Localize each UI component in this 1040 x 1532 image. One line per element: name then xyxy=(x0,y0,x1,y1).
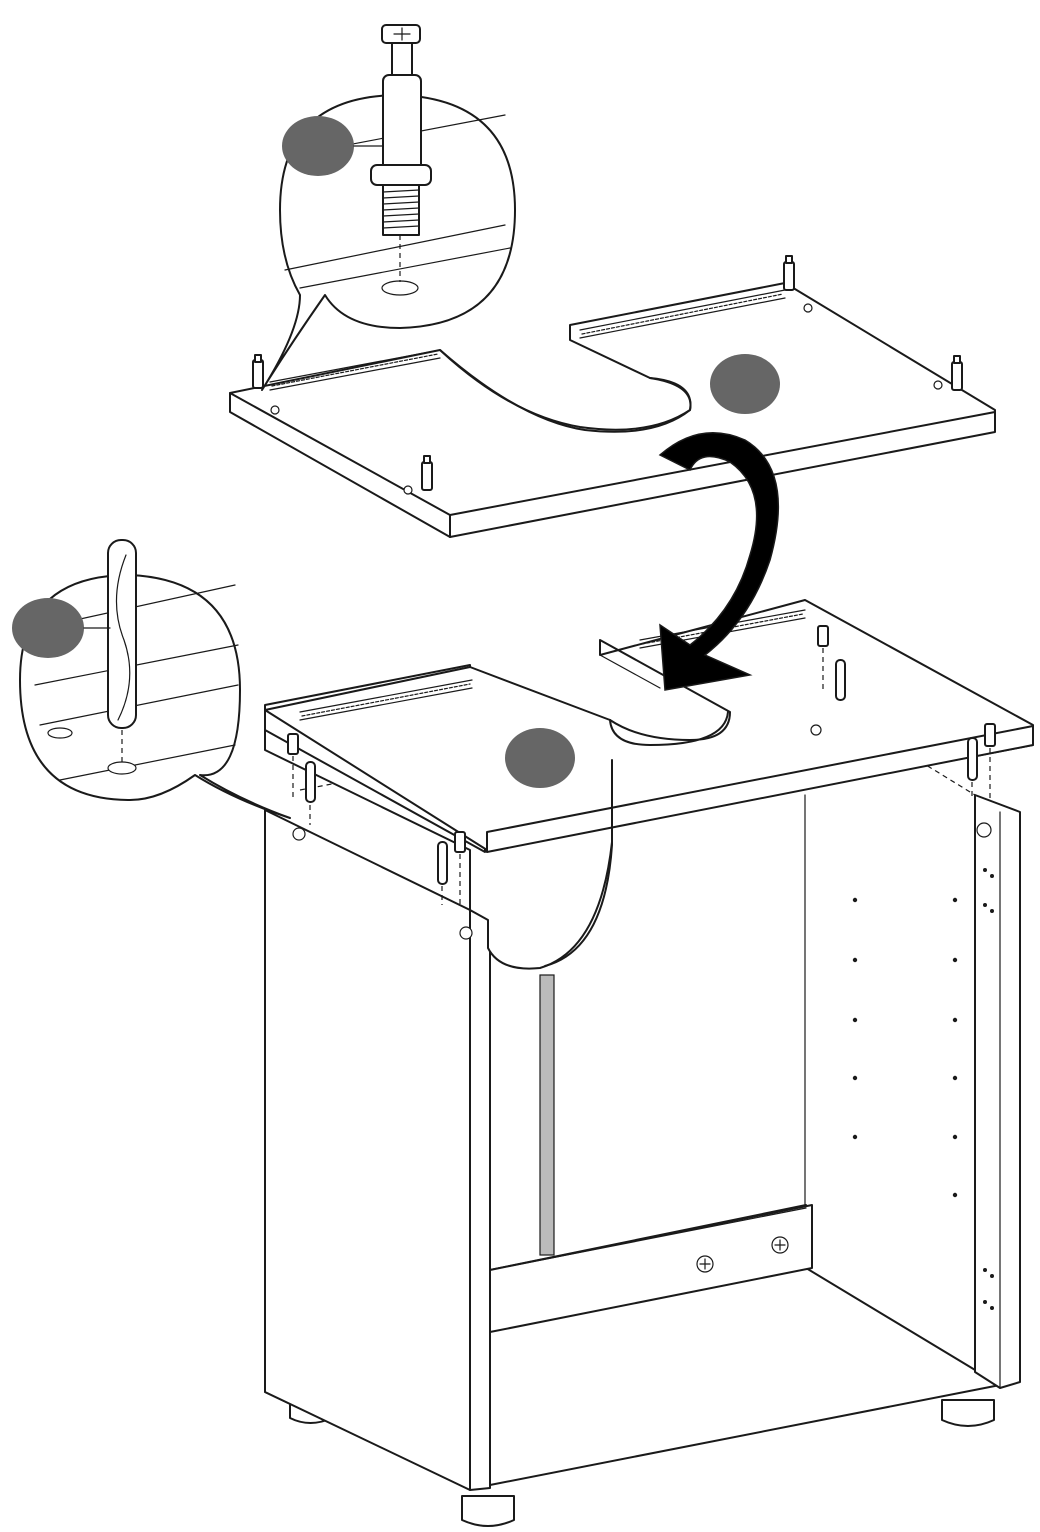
callout-detail-cam-bolt xyxy=(261,24,516,391)
callout-badge-cabinet xyxy=(505,728,575,788)
cam-bolt-icon xyxy=(984,723,996,800)
shelf-pin-holes xyxy=(852,868,994,1310)
cam-bolt-icon xyxy=(454,831,466,905)
dowel-icon xyxy=(437,841,448,905)
cam-bolt-icon xyxy=(421,455,433,491)
dowel-pins-lower xyxy=(305,659,978,905)
cam-bolt-icon xyxy=(287,733,299,800)
cabinet-foot-right xyxy=(941,1399,995,1427)
screw-2 xyxy=(771,1236,789,1254)
cam-bolt-icon xyxy=(252,354,264,389)
cam-bolt-icon xyxy=(370,24,432,236)
dowel-icon xyxy=(107,539,137,729)
cam-bolt-icon xyxy=(783,255,795,291)
dowel-icon xyxy=(305,761,316,825)
cam-bolts-lower xyxy=(287,625,996,905)
screw-1 xyxy=(696,1255,714,1273)
callout-badge-dowel xyxy=(12,598,111,658)
cam-bolt-icon xyxy=(951,355,963,391)
cam-bolt-icon xyxy=(817,625,829,690)
dowel-icon xyxy=(967,737,978,800)
cabinet-foot-front xyxy=(461,1495,515,1527)
dowel-icon xyxy=(835,659,846,701)
callout-detail-dowel xyxy=(12,539,291,819)
flip-arrow-icon xyxy=(658,432,780,691)
callout-badge-top-panel xyxy=(710,354,780,414)
cabinet-carcass xyxy=(264,690,1021,1527)
top-panel-upper xyxy=(229,255,996,538)
callout-badge-cam-bolt xyxy=(282,116,384,176)
